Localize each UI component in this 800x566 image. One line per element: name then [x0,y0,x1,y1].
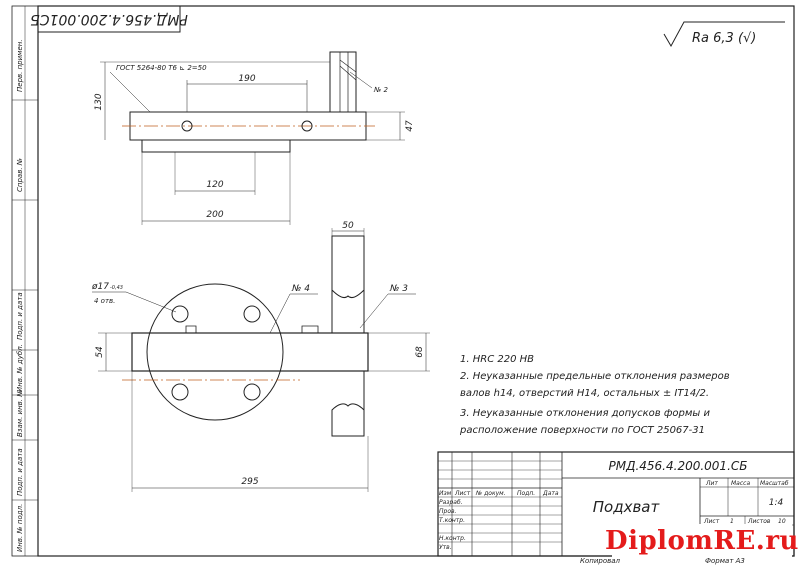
dim-130: 130 [94,93,104,110]
leader-2: № 2 [373,86,389,94]
side-label-0: Перв. примен. [16,39,24,92]
side-label-3: Инв. № дубл. [16,344,24,392]
tb-lit-label: Лит [705,480,718,487]
weld-1 [185,325,197,334]
tb-col-sign: Подп. [517,490,535,497]
flange-hole-3 [171,383,189,401]
note-line-3: валов h14, отверстий H14, остальных ± IT… [460,388,709,399]
tb-scale-label: Масштаб [760,480,789,487]
tb-code: РМД.456.4.200.001.СБ [609,459,748,473]
top-hole-2 [301,120,313,132]
dim-47: 47 [405,120,415,132]
gost-note: ГОСТ 5264-80 Т6 ⊾ 2=50 [116,64,207,72]
tb-role-1: Пров. [439,508,457,515]
watermark: DiplomRE.ru [605,524,798,558]
dim-295: 295 [241,477,258,487]
roughness-label: Ra 6,3 (√) [692,31,756,46]
hole-note: ø17 [91,282,109,292]
top-view: 190 130 ГОСТ 5264-80 Т6 ⊾ 2=50 47 № 2 12… [94,51,415,225]
flange-disc [146,283,284,421]
dim-54: 54 [95,346,105,358]
dim-50: 50 [342,221,354,231]
tb-sheet-value: 1 [730,518,734,525]
tb-sheet-label: Лист [703,518,720,525]
leader-4: № 4 [291,284,310,294]
title-block: Изм Лист № докум. Подп. Дата Разраб. Про… [437,451,795,565]
tb-col-list: Лист [454,490,471,497]
side-label-6: Инв. № подл. [16,504,24,552]
roughness-symbol [663,21,785,48]
flange-hole-2 [243,305,261,323]
drawing-frame [37,5,795,557]
dim-190: 190 [238,74,255,84]
leader-3: № 3 [389,284,408,294]
note-line-2: 2. Неуказанные предельные отклонения раз… [460,371,730,382]
clamp-jaw-bottom [331,370,365,437]
tb-col-doc: № докум. [475,490,506,497]
tb-mass-label: Масса [731,480,750,487]
side-label-1: Справ. № [16,158,24,192]
tb-role-4: Утв. [439,544,452,551]
tb-col-date: Дата [542,490,559,497]
hole-tolerance: -0,43 [110,285,123,291]
weld-2 [301,325,319,334]
tb-scale-value: 1:4 [769,498,784,508]
top-plate [141,139,291,153]
stamp-code: РМД.456.4.200.001СБ [30,11,188,27]
front-bar [131,332,369,372]
tb-format: Формат A3 [705,557,745,565]
dim-200: 200 [206,210,223,220]
technical-notes: 1. НRC 220 HB 2. Неуказанные предельные … [459,354,730,436]
dim-120: 120 [206,180,223,190]
tb-role-0: Разраб. [439,499,463,506]
stamp-box [37,5,181,33]
flange-hole-4 [243,383,261,401]
tb-sheets-value: 10 [778,518,786,525]
top-clamp [329,51,357,113]
side-strip-labels: Перв. примен. Справ. № Подп. и дата Инв.… [16,39,24,552]
dim-68: 68 [415,346,425,358]
clamp-jaw-top [331,235,365,299]
tb-role-3: Н.контр. [439,535,466,542]
top-hole-1 [181,120,193,132]
note-line-4: 3. Неуказанные отклонения допусков формы… [460,408,710,419]
side-label-4: Взам. инв. № [16,389,24,437]
tb-sheets-label: Листов [747,518,771,525]
tb-name: Подхват [593,498,661,516]
tb-copied: Копировал [580,557,621,565]
watermark-text: DiplomRE.ru [605,526,799,556]
flange-hole-1 [171,305,189,323]
tb-role-2: Т.контр. [439,517,465,524]
tb-col-izm: Изм [439,490,452,497]
side-label-5: Подп. и дата [16,448,24,496]
side-label-2: Подп. и дата [16,292,24,340]
hole-count: 4 отв. [94,297,115,305]
front-view: 50 ø17 -0,43 4 отв. № 4 № 3 54 68 295 [91,221,430,492]
note-line-1: 1. НRC 220 HB [460,354,534,365]
note-line-5: расположение поверхности по ГОСТ 25067-3… [459,425,705,436]
